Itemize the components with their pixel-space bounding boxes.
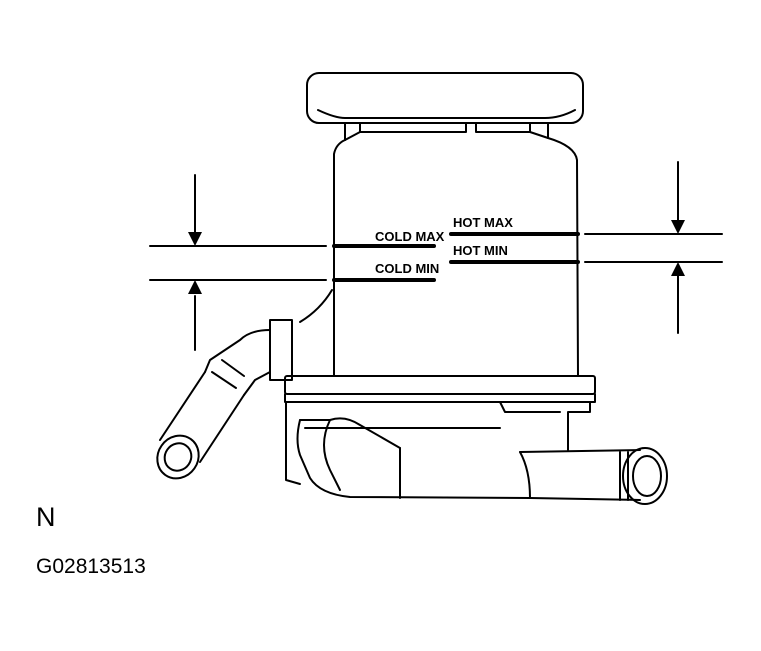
cold-min-label: COLD MIN [375, 261, 439, 276]
hot-max-label: HOT MAX [453, 215, 513, 230]
cold-max-arrow-icon [188, 232, 202, 246]
figure-id: G02813513 [36, 555, 146, 578]
cold-range-dimension [149, 174, 327, 351]
corner-letter: N [36, 502, 56, 532]
reservoir-base-flange [284, 375, 596, 485]
cold-max-label: COLD MAX [375, 229, 445, 244]
left-hose [156, 319, 293, 480]
hot-min-arrow-icon [671, 262, 685, 276]
hot-max-arrow-icon [671, 220, 685, 234]
hot-level-rings [449, 232, 580, 264]
cold-level-rings [332, 244, 436, 282]
reservoir-cap [306, 72, 584, 141]
reservoir-lower-body [296, 417, 531, 499]
hot-range-dimension [584, 161, 723, 334]
hot-min-label: HOT MIN [453, 243, 508, 258]
reservoir-body [299, 131, 579, 377]
cold-min-arrow-icon [188, 280, 202, 294]
right-hose [519, 447, 668, 505]
